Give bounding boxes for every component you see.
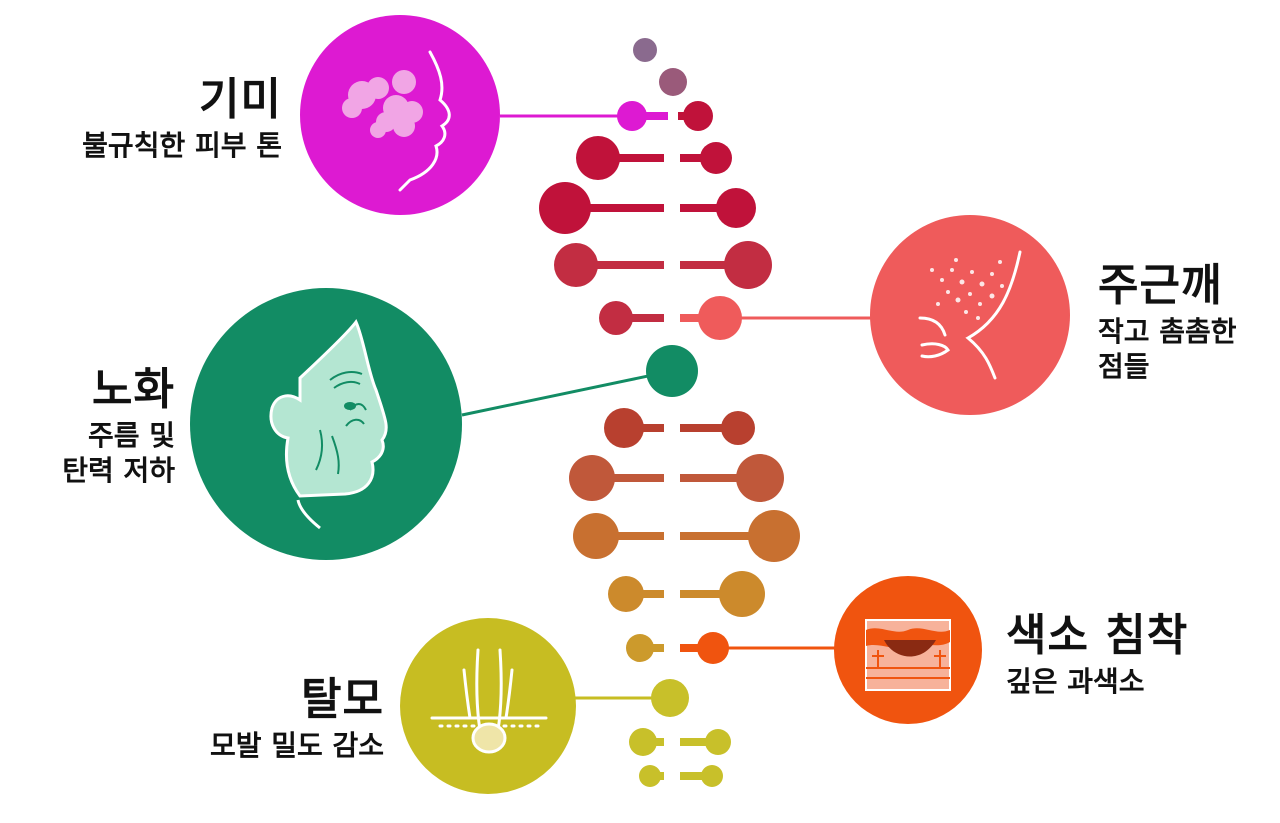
hairloss-badge (400, 618, 576, 794)
helix-node (716, 188, 756, 228)
aging-title: 노화 (92, 364, 175, 415)
dna-helix (539, 38, 800, 787)
helix-node (646, 345, 698, 397)
melasma-title: 기미 (199, 74, 282, 125)
helix-node (700, 142, 732, 174)
helix-node (639, 765, 661, 787)
aging-face-icon (269, 319, 388, 530)
pigmentation-title: 색소 침착 (1006, 610, 1189, 661)
helix-node (554, 243, 598, 287)
aging-badge (190, 288, 462, 560)
connector-line-aging (461, 369, 673, 417)
helix-node (719, 571, 765, 617)
helix-node (659, 68, 687, 96)
helix-node (697, 632, 729, 664)
hair-follicle-icon (430, 648, 548, 754)
label-melasma: 기미 불규칙한 피부 톤 (82, 74, 282, 163)
helix-node (701, 765, 723, 787)
freckles-badge (870, 215, 1070, 415)
label-freckles: 주근깨 작고 촘촘한 점들 (1098, 260, 1237, 384)
label-aging: 노화 주름 및 탄력 저하 (62, 364, 175, 488)
helix-node (705, 729, 731, 755)
helix-node (683, 101, 713, 131)
helix-node (721, 411, 755, 445)
helix-node (573, 513, 619, 559)
helix-node (599, 301, 633, 335)
freckles-title: 주근깨 (1098, 260, 1223, 311)
helix-node (724, 241, 772, 289)
helix-node (604, 408, 644, 448)
pigmentation-badge (834, 576, 982, 724)
helix-node (651, 679, 689, 717)
helix-node (576, 136, 620, 180)
melasma-subtitle: 불규칙한 피부 톤 (82, 129, 282, 163)
helix-node (698, 296, 742, 340)
label-pigmentation: 색소 침착 깊은 과색소 (1006, 610, 1189, 699)
hairloss-title: 탈모 (301, 674, 384, 725)
face-freckles-icon (918, 250, 1022, 380)
melasma-badge (300, 15, 500, 215)
helix-node (539, 182, 591, 234)
aging-subtitle: 주름 및 탄력 저하 (62, 419, 175, 488)
helix-node (569, 455, 615, 501)
helix-node (736, 454, 784, 502)
hairloss-subtitle: 모발 밀도 감소 (209, 729, 384, 763)
face-pigment-icon (398, 50, 451, 192)
helix-node (626, 634, 654, 662)
helix-node (748, 510, 800, 562)
helix-node (608, 576, 644, 612)
skin-layer-icon (865, 619, 951, 691)
pigmentation-subtitle: 깊은 과색소 (1006, 665, 1145, 699)
helix-node (633, 38, 657, 62)
helix-node (629, 728, 657, 756)
helix-node (617, 101, 647, 131)
freckles-subtitle: 작고 촘촘한 점들 (1098, 315, 1237, 384)
label-hairloss: 탈모 모발 밀도 감소 (209, 674, 384, 763)
